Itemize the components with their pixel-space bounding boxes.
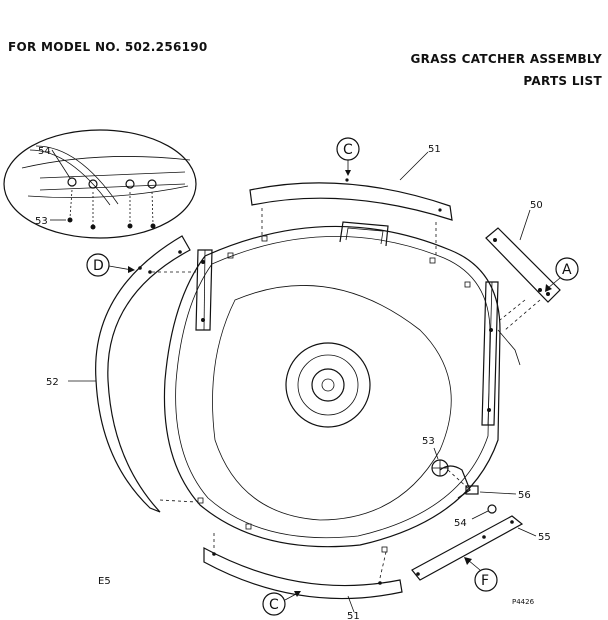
part-52-left-strip: 52: [46, 235, 197, 513]
label-56: 56: [518, 490, 531, 501]
part-51-top-strip: 51: [249, 144, 453, 256]
figure-number: E5: [98, 576, 111, 587]
callout-d: D: [86, 253, 135, 277]
part-51-bottom-strip: 51: [203, 532, 403, 620]
label-53-inset: 53: [35, 216, 48, 227]
svg-text:D: D: [93, 258, 104, 274]
callout-c-top: C: [336, 137, 360, 176]
diagram-subtitle: PARTS LIST: [523, 74, 602, 88]
part-55-bracket: 55: [411, 515, 551, 581]
inset-screws: [67, 189, 156, 230]
part-50-bracket: 50: [485, 200, 561, 331]
hardware-53-54-56: 53 56 54: [422, 436, 531, 529]
inset-nuts: [67, 177, 157, 189]
label-52: 52: [46, 377, 59, 388]
body-holes: [197, 235, 471, 553]
label-50: 50: [530, 200, 543, 211]
label-54-inset: 54: [38, 146, 51, 157]
inset-detail: 54 53: [3, 129, 197, 239]
callout-c-bottom: C: [262, 591, 301, 616]
svg-text:C: C: [269, 597, 279, 613]
left-rod: [195, 249, 213, 331]
model-number: FOR MODEL NO. 502.256190: [8, 40, 208, 54]
svg-text:F: F: [481, 573, 489, 589]
diagram-title: GRASS CATCHER ASSEMBLY: [410, 52, 602, 66]
callout-a: A: [545, 257, 579, 292]
label-51-top: 51: [428, 144, 441, 155]
label-51-bottom: 51: [347, 611, 360, 620]
right-rod: [481, 281, 521, 426]
callout-f: F: [464, 557, 498, 592]
svg-text:C: C: [343, 142, 353, 158]
label-54: 54: [454, 518, 467, 529]
label-55: 55: [538, 532, 551, 543]
svg-text:A: A: [562, 262, 572, 278]
drawing-code: P4426: [512, 598, 535, 606]
catcher-body: [163, 221, 501, 553]
label-53: 53: [422, 436, 435, 447]
